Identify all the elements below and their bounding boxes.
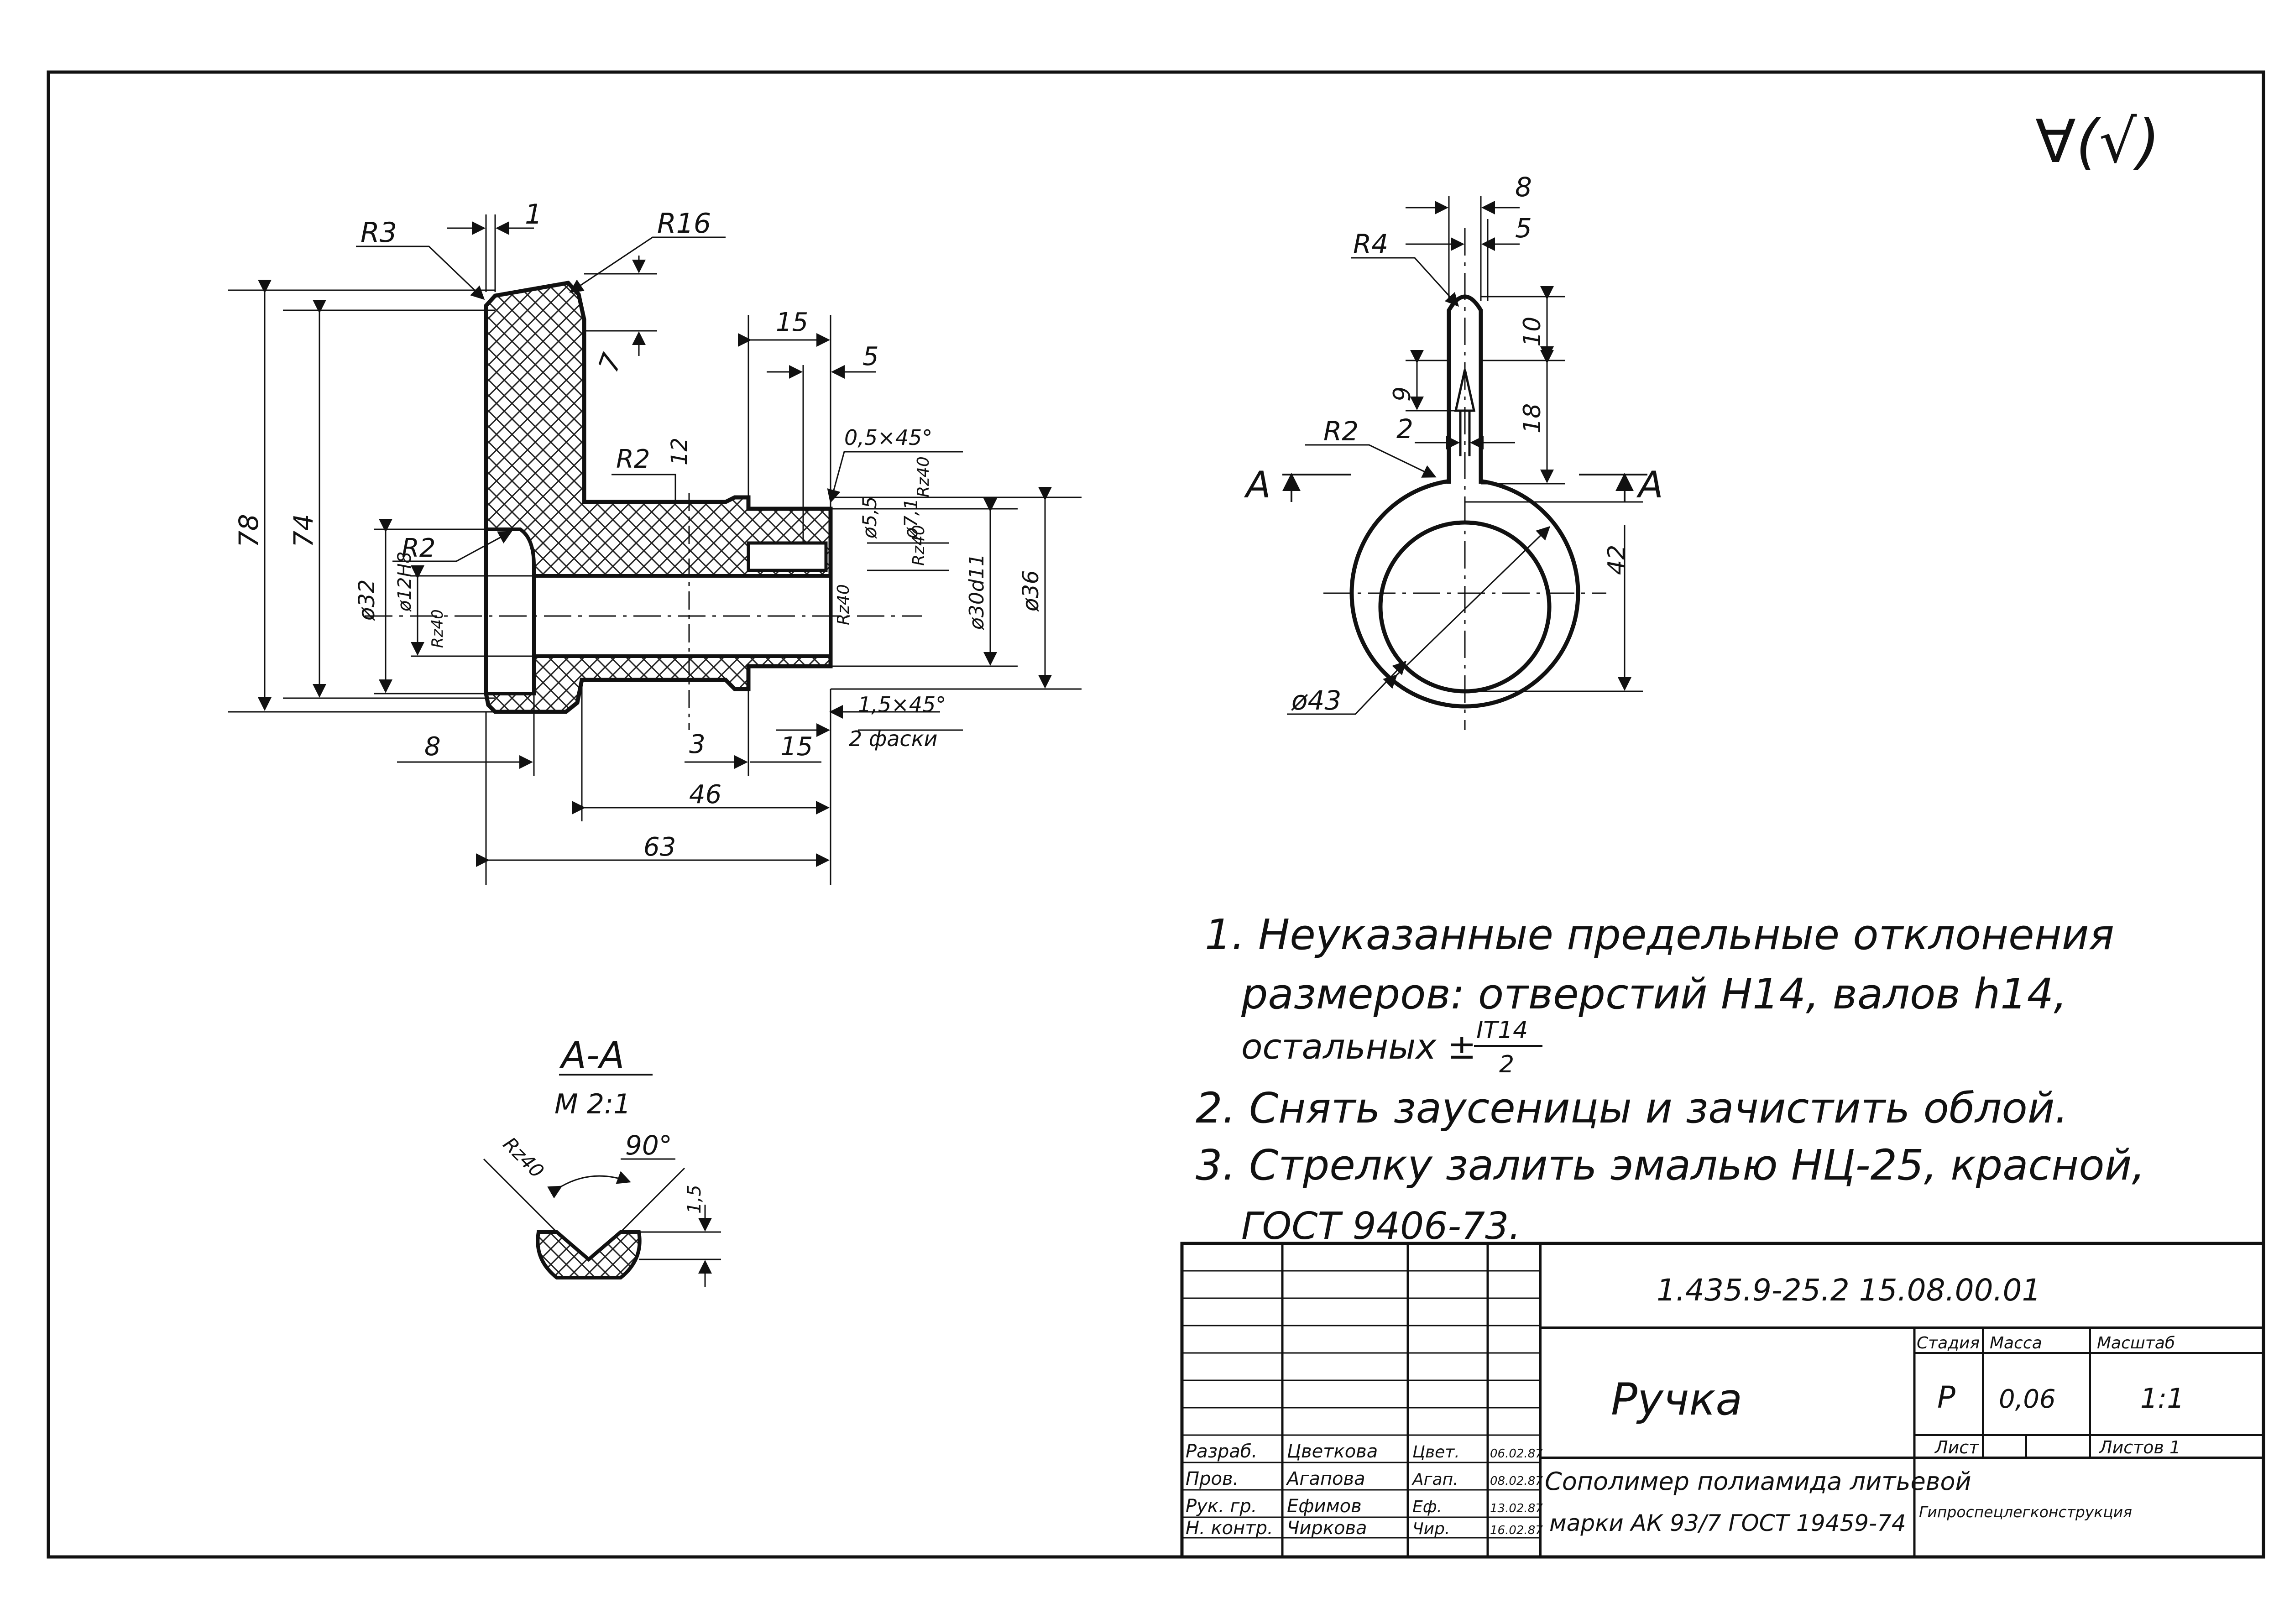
dim-d12: ø12H8 — [394, 552, 415, 612]
note-1-line-3: остальных ± — [1241, 1026, 1476, 1067]
sheet-label: Лист — [1934, 1437, 1980, 1457]
row-name: Чиркова — [1287, 1518, 1367, 1539]
row-sign: Цвет. — [1412, 1443, 1460, 1462]
material-line-2: марки АК 93/7 ГОСТ 19459-74 — [1549, 1510, 1906, 1536]
row-date: 06.02.87 — [1490, 1447, 1543, 1461]
scale-value: 1:1 — [2140, 1383, 2185, 1415]
dim-74: 74 — [288, 514, 319, 548]
dim-5-right: 5 — [1515, 213, 1532, 244]
dim-15-bottom: 15 — [780, 732, 813, 762]
dim-r16: R16 — [657, 208, 711, 240]
section-mark-left: А — [1244, 464, 1271, 506]
dim-18: 18 — [1519, 403, 1546, 433]
row-sign: Агап. — [1411, 1470, 1458, 1489]
section-angle: 90° — [625, 1130, 672, 1161]
section-view: А-А М 2:1 Rz40 90° 1,5 — [483, 1034, 721, 1287]
material-line-1: Сополимер полиамида литьевой — [1545, 1467, 1971, 1496]
stage-value: Р — [1937, 1380, 1955, 1415]
dim-two-chamfers: 2 фаски — [849, 726, 937, 751]
stage-header: Стадия — [1917, 1334, 1980, 1352]
dim-chamfer-05: 0,5×45° — [844, 425, 932, 450]
dim-chamfer-15: 1,5×45° — [858, 692, 946, 717]
dim-1: 1 — [525, 198, 542, 230]
section-mark-right: А — [1636, 464, 1663, 506]
organization: Гипроспецлегконструкция — [1919, 1503, 2132, 1521]
dim-r3: R3 — [361, 217, 397, 249]
dim-d55: ø5,5 — [858, 496, 881, 539]
dim-d43: ø43 — [1291, 685, 1341, 716]
row-date: 08.02.87 — [1490, 1474, 1543, 1488]
rz40-mid: Rz40 — [910, 525, 928, 566]
note-3-line-2: ГОСТ 9406-73. — [1241, 1205, 1521, 1248]
left-view-arrow-hole — [747, 541, 828, 572]
right-view: А А 8 5 R4 10 9 18 R2 2 42 ø4 — [1244, 172, 1663, 730]
dim-d36: ø36 — [1018, 570, 1044, 612]
dim-8-right: 8 — [1515, 172, 1532, 203]
rz40-right: Rz40 — [834, 584, 853, 625]
technical-notes: 1. Неуказанные предельные отклонения раз… — [1196, 910, 2145, 1248]
row-sign: Еф. — [1412, 1498, 1442, 1516]
sheets-label: Листов 1 — [2098, 1437, 2180, 1457]
dim-r4: R4 — [1353, 229, 1388, 260]
surface-finish-symbol: ∀(√) — [2035, 107, 2160, 176]
dim-2-right: 2 — [1396, 413, 1413, 444]
row-name: Агапова — [1286, 1468, 1365, 1489]
dim-d7: ø7,1 — [901, 498, 922, 539]
dim-r2-right: R2 — [1323, 416, 1359, 447]
dim-42: 42 — [1603, 545, 1631, 575]
row-date: 16.02.87 — [1490, 1524, 1543, 1537]
tolerance-denominator: 2 — [1499, 1051, 1514, 1078]
row-role: Пров. — [1186, 1468, 1239, 1489]
note-2: 2. Снять заусеницы и зачистить облой. — [1196, 1084, 2068, 1133]
dim-63: 63 — [643, 832, 676, 862]
row-role: Рук. гр. — [1186, 1496, 1257, 1517]
dim-r2-upper: R2 — [616, 444, 650, 474]
dim-10: 10 — [1519, 317, 1546, 347]
section-title: А-А — [559, 1034, 624, 1076]
sheet-frame — [47, 70, 2265, 1559]
section-groove — [536, 1230, 642, 1279]
row-date: 13.02.87 — [1490, 1502, 1543, 1515]
dim-12: 12 — [667, 438, 692, 465]
dim-78: 78 — [233, 514, 264, 548]
dim-r2-lower: R2 — [402, 533, 436, 563]
row-name: Цветкова — [1287, 1441, 1378, 1462]
dim-3: 3 — [689, 730, 706, 759]
doc-code: 1.435.9-25.2 15.08.00.01 — [1657, 1273, 2041, 1308]
tolerance-numerator: IT14 — [1476, 1017, 1528, 1044]
row-role: Н. контр. — [1186, 1518, 1273, 1539]
row-name: Ефимов — [1287, 1496, 1362, 1517]
section-rz: Rz40 — [499, 1133, 549, 1182]
dim-7: 7 — [592, 349, 628, 376]
left-view-recess — [484, 527, 536, 695]
section-depth: 1,5 — [684, 1185, 705, 1214]
dim-8: 8 — [424, 732, 441, 762]
note-1-line-1: 1. Неуказанные предельные отклонения — [1205, 910, 2114, 959]
rz40-left: Rz40 — [429, 609, 447, 648]
mass-header: Масса — [1990, 1334, 2042, 1352]
dim-9: 9 — [1389, 386, 1416, 402]
title-block: 1.435.9-25.2 15.08.00.01 Ручка Стадия Ма… — [1180, 1242, 2265, 1559]
dim-15-top: 15 — [776, 308, 808, 337]
rz40-top: Rz40 — [914, 456, 933, 497]
note-3-line-1: 3. Стрелку залить эмалью НЦ-25, красной, — [1196, 1141, 2145, 1190]
left-view: R3 1 R16 7 15 5 0,5×45° R2 12 ø5,5 ø7,1 … — [228, 198, 1082, 885]
scale-header: Масштаб — [2097, 1334, 2175, 1352]
section-scale: М 2:1 — [554, 1088, 631, 1120]
row-sign: Чир. — [1412, 1520, 1450, 1538]
note-1-line-2: размеров: отверстий Н14, валов h14, — [1241, 970, 2067, 1018]
row-role: Разраб. — [1186, 1441, 1257, 1462]
dim-d30: ø30d11 — [965, 554, 988, 630]
part-name: Ручка — [1611, 1374, 1742, 1425]
dim-46: 46 — [689, 780, 721, 809]
dim-d32: ø32 — [354, 580, 380, 621]
dim-5-top: 5 — [862, 342, 879, 371]
mass-value: 0,06 — [1999, 1384, 2056, 1414]
